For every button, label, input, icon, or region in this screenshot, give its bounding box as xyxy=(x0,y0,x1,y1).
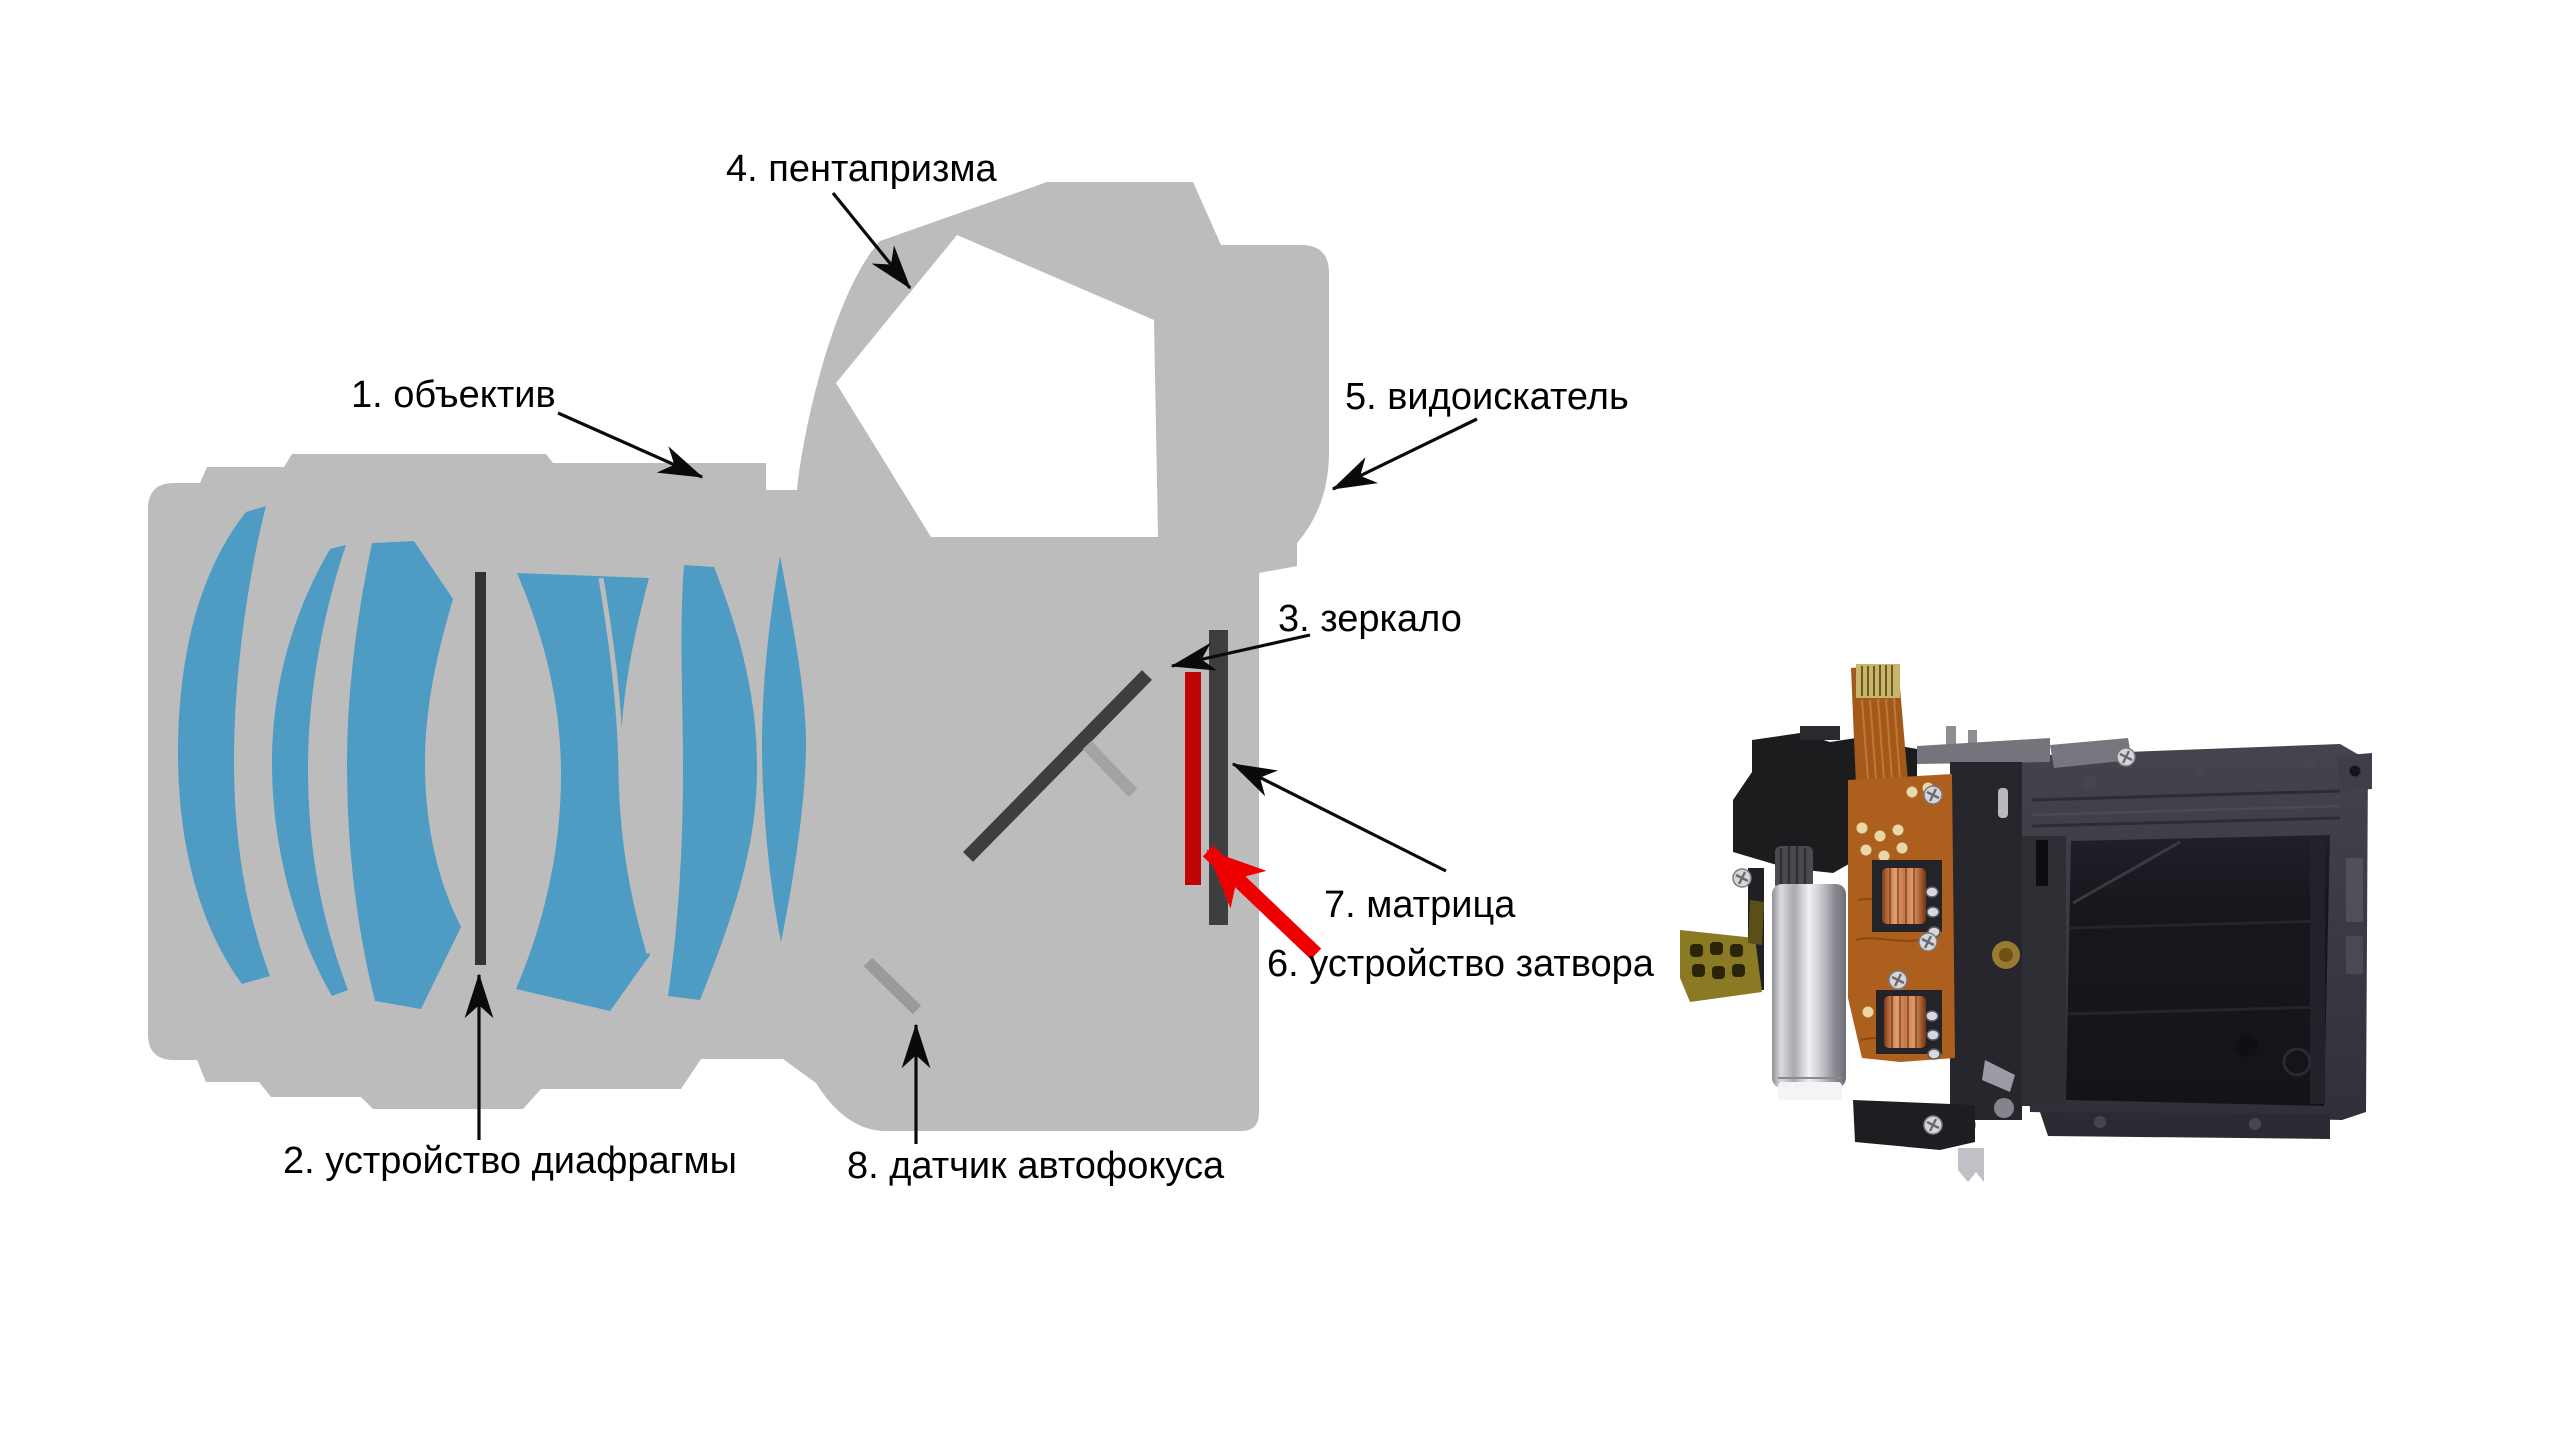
label-aperture: 2. устройство диафрагмы xyxy=(283,1140,737,1182)
secondary-mirror-line xyxy=(1082,740,1138,798)
label-mirror: 3. зеркало xyxy=(1278,598,1462,640)
flex-pcb xyxy=(1848,664,1955,1062)
lens-element-2 xyxy=(272,545,348,996)
tab-hole xyxy=(2349,765,2361,777)
arrow-viewfinder xyxy=(1331,417,1478,491)
label-sensor: 7. матрица xyxy=(1324,884,1516,926)
plate-hole xyxy=(2236,1035,2258,1057)
sensor-bar xyxy=(1209,630,1228,925)
lens-element-5 xyxy=(668,565,757,1000)
arrow-sensor xyxy=(1231,762,1447,873)
aperture-line xyxy=(475,572,486,965)
shutter-plate-bottom-lip xyxy=(2040,1112,2330,1139)
plate-slot xyxy=(2036,840,2048,886)
arrow-lens xyxy=(557,411,704,479)
bottom-base xyxy=(1853,1100,1984,1182)
label-autofocus: 8. датчик автофокуса xyxy=(847,1145,1225,1187)
callout-arrows xyxy=(464,191,1478,1144)
af-sensor-line xyxy=(863,957,922,1015)
arrow-pentaprism xyxy=(831,191,912,290)
arrow-mirror xyxy=(1170,633,1311,671)
arrow-shutter xyxy=(1202,845,1322,960)
mirror-line xyxy=(963,670,1152,862)
lens-element-3 xyxy=(347,541,461,1009)
shutter-window xyxy=(2066,835,2330,1106)
shutter-plate xyxy=(2018,744,2372,1139)
label-shutter: 6. устройство затвора xyxy=(1267,943,1655,985)
lens-group xyxy=(178,506,806,1011)
coil-2 xyxy=(1876,990,1942,1054)
motor-cylinder xyxy=(1772,846,1846,1100)
label-pentaprism: 4. пентапризма xyxy=(726,148,998,190)
shutter-mechanism-photo xyxy=(1680,664,2372,1182)
bottom-fork-tab xyxy=(1958,1148,1984,1182)
camera-diagram: 1. объектив 2. устройство диафрагмы 3. з… xyxy=(148,148,1655,1187)
mechanism-column xyxy=(1950,762,2022,1136)
lens-element-1 xyxy=(178,506,270,984)
lens-element-4-seam xyxy=(598,577,652,954)
lens-element-6 xyxy=(762,556,806,942)
yellow-flex-cable xyxy=(1680,900,1764,1002)
shutter-bar xyxy=(1185,672,1201,885)
top-bracket xyxy=(1917,726,2137,768)
label-viewfinder: 5. видоискатель xyxy=(1345,376,1629,418)
labels: 1. объектив 2. устройство диафрагмы 3. з… xyxy=(283,148,1655,1187)
label-lens: 1. объектив xyxy=(351,374,556,416)
